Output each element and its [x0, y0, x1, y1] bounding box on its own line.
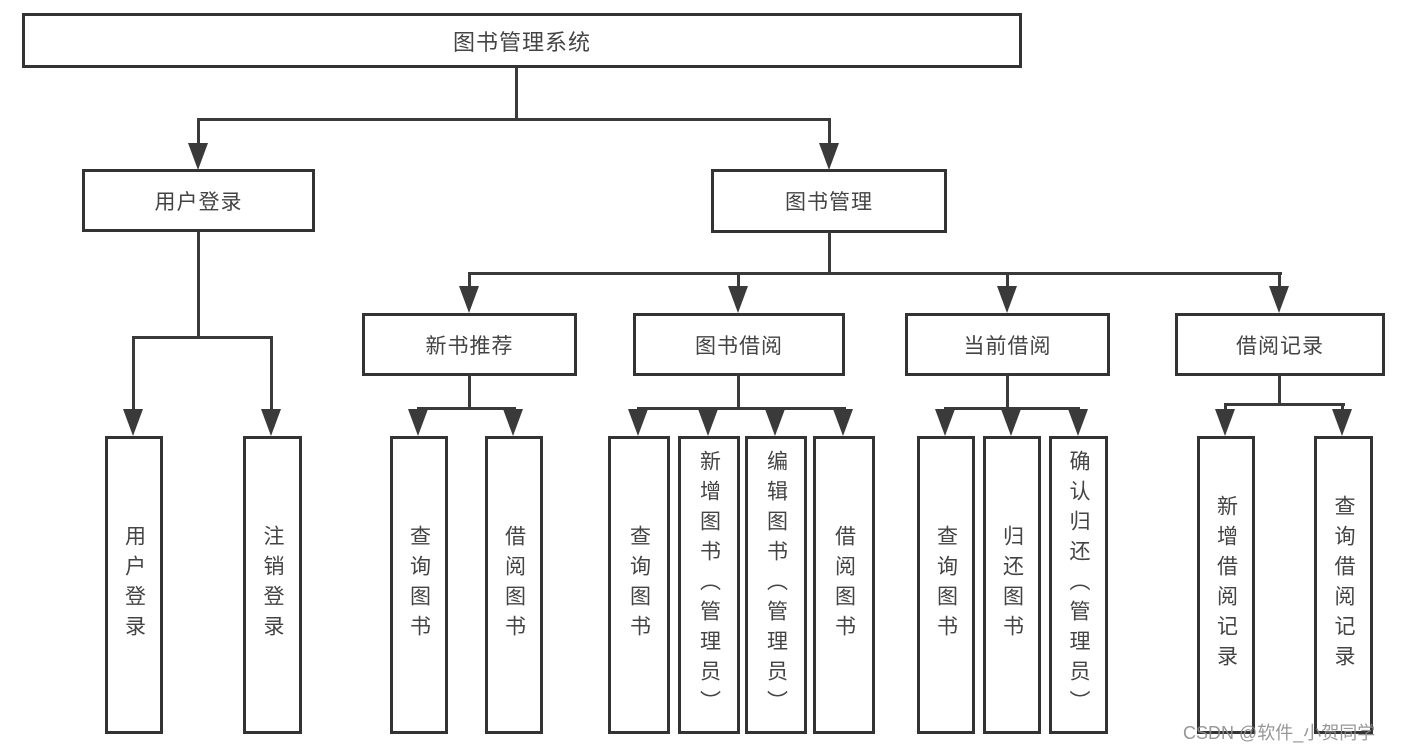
leaf-label: 查询图书	[934, 525, 958, 645]
leaf-label: 新增借阅记录	[1214, 495, 1238, 675]
arrow-down-icon	[459, 286, 479, 313]
node-current-borrow-label: 当前借阅	[963, 334, 1052, 358]
leaf-user-login: 用户登录	[105, 436, 163, 734]
connector-line	[828, 232, 831, 275]
node-root-label: 图书管理系统	[452, 29, 591, 55]
arrow-down-icon	[1269, 286, 1289, 313]
connector-line	[1006, 375, 1009, 407]
csdn-watermark: CSDN @软件_小贺同学	[1183, 723, 1376, 743]
leaf-current-query-books: 查询图书	[917, 436, 975, 734]
leaf-label: 查询借阅记录	[1332, 495, 1355, 675]
leaf-label: 注销登录	[261, 525, 284, 645]
arrow-down-icon	[935, 409, 955, 436]
node-current-borrow: 当前借阅	[905, 313, 1110, 376]
node-new-book-recommend-label: 新书推荐	[425, 334, 514, 358]
leaf-records-query-record: 查询借阅记录	[1314, 436, 1373, 734]
connector-line	[1341, 403, 1344, 412]
connector-line	[515, 68, 518, 118]
node-book-management: 图书管理	[711, 169, 947, 233]
connector-line	[468, 375, 471, 407]
leaf-label: 用户登录	[122, 525, 146, 645]
node-user-login-label: 用户登录	[154, 190, 243, 214]
leaf-borrow-add-books-admin: 新增图书（管理员）	[678, 436, 740, 734]
arrow-down-icon	[1215, 409, 1235, 436]
connector-line	[1224, 403, 1227, 412]
leaf-records-add-record: 新增借阅记录	[1197, 436, 1255, 734]
arrow-down-icon	[188, 143, 208, 170]
leaf-current-return-books: 归还图书	[983, 436, 1041, 734]
connector-line	[417, 407, 516, 410]
node-user-login: 用户登录	[82, 169, 315, 232]
connector-line	[1278, 375, 1281, 403]
node-book-borrow-label: 图书借阅	[695, 334, 783, 358]
arrow-down-icon	[261, 409, 281, 436]
leaf-label: 借阅图书	[502, 525, 526, 645]
connector-line	[737, 272, 740, 289]
connector-line	[468, 272, 1282, 275]
connector-line	[1006, 272, 1009, 289]
arrow-down-icon	[408, 409, 428, 436]
connector-line	[1224, 403, 1345, 406]
connector-line	[737, 375, 740, 407]
arrow-down-icon	[765, 409, 785, 436]
arrow-down-icon	[1001, 409, 1021, 436]
arrow-down-icon	[503, 409, 523, 436]
leaf-label: 归还图书	[1000, 525, 1024, 645]
leaf-label: 查询图书	[407, 525, 431, 645]
connector-line	[1278, 272, 1281, 289]
arrow-down-icon	[728, 286, 748, 313]
connector-line	[132, 336, 273, 339]
node-book-management-label: 图书管理	[785, 191, 873, 214]
connector-line	[197, 232, 200, 336]
leaf-label: 查询图书	[627, 525, 651, 645]
arrow-down-icon	[123, 409, 143, 436]
leaf-current-confirm-return-admin: 确认归还（管理员）	[1049, 436, 1108, 734]
connector-line	[132, 336, 135, 412]
connector-line	[270, 336, 273, 412]
connector-line	[197, 118, 831, 121]
node-book-borrow: 图书借阅	[633, 313, 845, 376]
leaf-logout: 注销登录	[243, 436, 302, 734]
leaf-label: 确认归还（管理员）	[1067, 450, 1090, 720]
leaf-borrow-edit-books-admin: 编辑图书（管理员）	[745, 436, 807, 734]
connector-line	[828, 118, 831, 147]
leaf-newbook-query-books: 查询图书	[390, 436, 448, 734]
connector-line	[944, 407, 1080, 410]
leaf-borrow-query-books: 查询图书	[608, 436, 670, 734]
arrow-down-icon	[819, 143, 839, 170]
arrow-down-icon	[1332, 409, 1352, 436]
leaf-label: 借阅图书	[832, 525, 856, 645]
node-new-book-recommend: 新书推荐	[362, 313, 577, 376]
leaf-newbook-borrow-books: 借阅图书	[485, 436, 543, 734]
node-borrow-records: 借阅记录	[1175, 313, 1385, 376]
arrow-down-icon	[628, 409, 648, 436]
connector-line	[468, 272, 471, 289]
arrow-down-icon	[1068, 409, 1088, 436]
arrow-down-icon	[997, 286, 1017, 313]
node-borrow-records-label: 借阅记录	[1236, 334, 1324, 358]
connector-line	[637, 407, 846, 410]
leaf-borrow-borrow-books: 借阅图书	[813, 436, 875, 734]
node-root: 图书管理系统	[22, 13, 1022, 68]
leaf-label: 编辑图书（管理员）	[764, 450, 788, 720]
connector-line	[197, 118, 200, 147]
arrow-down-icon	[698, 409, 718, 436]
arrow-down-icon	[833, 409, 853, 436]
leaf-label: 新增图书（管理员）	[697, 450, 721, 720]
